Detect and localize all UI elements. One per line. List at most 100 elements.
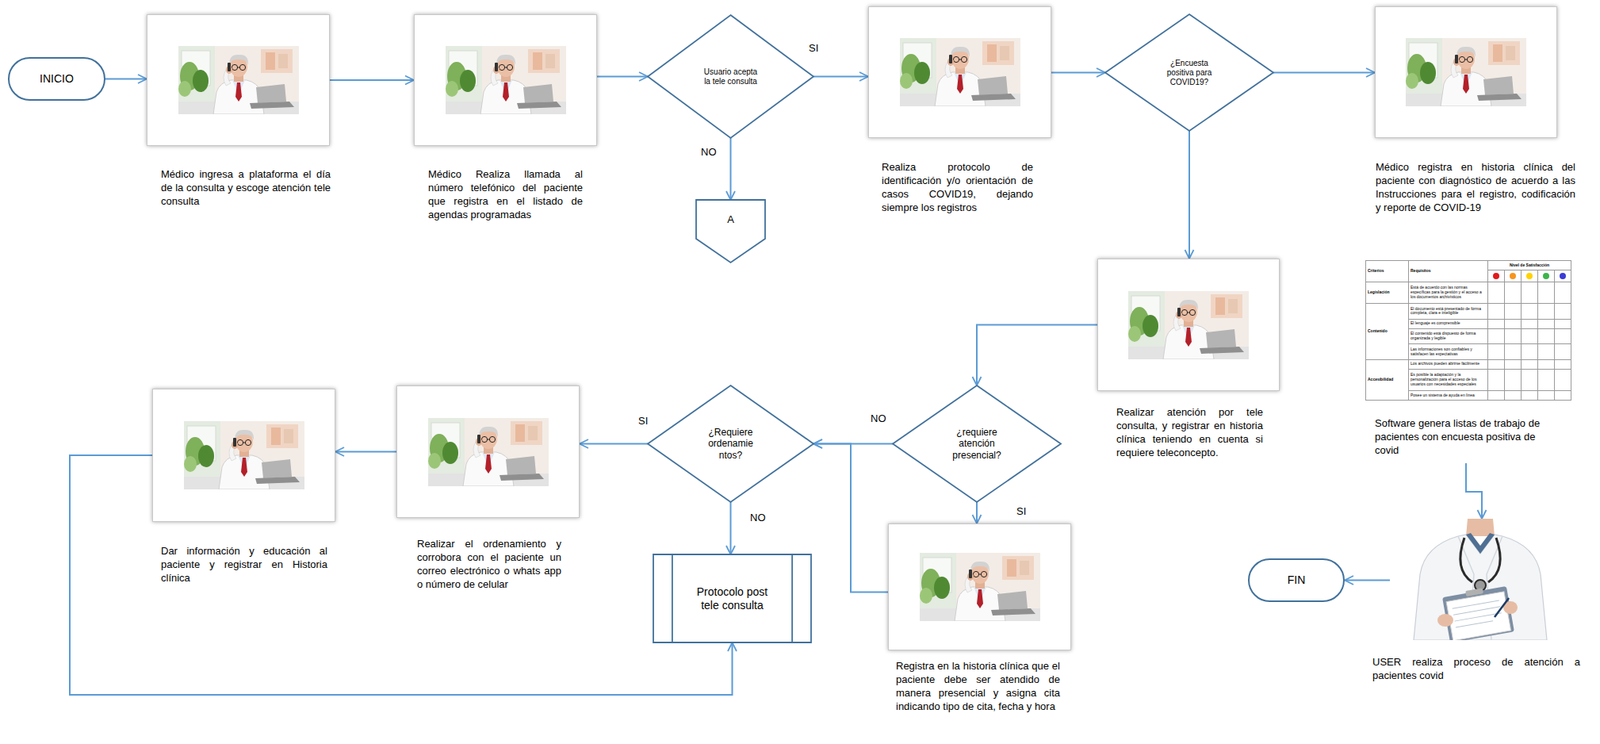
table-text: Legislación (1367, 290, 1407, 295)
table-row: Posee un sistema de ayuda en línea (1366, 390, 1572, 401)
shape-label: INICIO (39, 72, 74, 86)
table-row: El lenguaje es comprensible (1366, 318, 1572, 329)
text-column: Usuario acepta la tele consulta (702, 67, 760, 87)
connector (1466, 463, 1482, 519)
table-cell (1488, 303, 1505, 320)
caption-block: Dar información y educación al paciente … (160, 543, 328, 585)
doctor-photo (1405, 38, 1527, 107)
caption-text: Software genera listas de trabajo de pac… (1374, 416, 1554, 457)
diamond-outline (892, 385, 1061, 502)
text-area: ¿Requiere ordenamientos? (647, 385, 814, 502)
decision-diamond: Usuario acepta la tele consulta (647, 15, 814, 138)
table-cell (1504, 303, 1522, 320)
table-cell: Accesibilidad (1366, 359, 1409, 400)
table-cell (1554, 303, 1572, 320)
doctor-clipboard-photo (1389, 518, 1572, 640)
predefined-side-bar (791, 554, 793, 643)
text-area: ¿requiere atención presencial? (892, 385, 1061, 502)
terminal-pill: FIN (1247, 558, 1345, 602)
caption-text: USER realiza proceso de atención a pacie… (1372, 654, 1581, 682)
table-text: Las informaciones son confiables y satis… (1410, 347, 1486, 357)
table-cell (1538, 328, 1555, 345)
doctor-photo (445, 45, 567, 115)
connector (730, 137, 732, 200)
table-cell: El contenido está dispuesto de forma org… (1408, 328, 1489, 345)
predefined-side-bar (671, 554, 674, 643)
connector (597, 76, 648, 78)
table-cell (1554, 390, 1572, 401)
text-area: Protocolo post tele consulta (653, 554, 812, 643)
caption-text: Registra en la historia clínica que el p… (895, 658, 1061, 713)
rating-dot (1542, 272, 1550, 280)
text-column: A (727, 213, 735, 226)
offpage-outline (696, 199, 766, 263)
shape-label: ¿requiere atención presencial? (945, 426, 1009, 461)
table-cell (1488, 390, 1505, 401)
table-cell (1504, 368, 1522, 391)
table-cell (1504, 359, 1522, 369)
shape-label: Protocolo post tele consulta (688, 585, 777, 613)
connector (1051, 72, 1106, 74)
process-photo-box: Realizar el ordenamiento y corrobora con… (396, 385, 580, 518)
table-text: Posee un sistema de ayuda en línea (1410, 393, 1486, 399)
table-text: Accesibilidad (1367, 377, 1407, 383)
shape-label: A (727, 213, 735, 226)
caption-block: Médico registra en historia clínica del … (1375, 160, 1576, 215)
caption-text: Realiza protocolo de identificación y/o … (881, 160, 1034, 215)
table-cell: El documento está presentado de forma co… (1408, 303, 1489, 320)
caption-text: Realizar el ordenamiento y corrobora con… (417, 536, 562, 591)
table-text: Está de acuerdo con las normas específic… (1410, 285, 1486, 299)
text-area: FIN (1249, 559, 1344, 601)
table-cell (1538, 359, 1555, 369)
table-text: El contenido está dispuesto de forma org… (1410, 331, 1486, 341)
predefined-outline (653, 554, 812, 643)
table-cell (1504, 269, 1522, 282)
text-column: Protocolo post tele consulta (688, 585, 777, 613)
table-text: Criterios (1367, 268, 1407, 274)
connector (1188, 130, 1191, 259)
table-image-box: CriteriosRequisitosNivel de Satisfacción… (1365, 260, 1572, 401)
connector (105, 78, 147, 81)
table-row: CriteriosRequisitosNivel de Satisfacción (1366, 260, 1572, 271)
edge-label: SI (636, 414, 650, 428)
table-cell (1521, 368, 1539, 391)
process-photo-box: Dar información y educación al paciente … (152, 388, 336, 522)
table-cell (1504, 318, 1522, 329)
doctor-image-box: USER realiza proceso de atención a pacie… (1389, 518, 1572, 640)
decision-diamond: ¿requiere atención presencial? (892, 385, 1061, 502)
caption-block: Realiza protocolo de identificación y/o … (881, 160, 1034, 215)
connector (813, 76, 869, 78)
shape-label: ¿Requiere ordenamientos? (708, 426, 755, 461)
diamond-outline (1105, 14, 1274, 131)
edge-label: NO (699, 145, 719, 159)
connector (1344, 579, 1390, 582)
text-column: ¿Encuesta positiva para COVID19? (1161, 58, 1218, 88)
table-text: Nivel de Satisfacción (1489, 263, 1570, 268)
table-cell (1538, 269, 1555, 282)
doctor-photo-image (1405, 38, 1527, 107)
edge-label: SI (807, 42, 820, 55)
connector (976, 501, 978, 524)
table-cell: Nivel de Satisfacción (1488, 260, 1572, 271)
predefined-process-box: Protocolo post tele consulta (653, 554, 812, 643)
table-cell: Legislación (1366, 281, 1409, 303)
table-cell (1488, 368, 1505, 391)
table-text: Es posible la adaptación y la personaliz… (1410, 372, 1486, 387)
text-area: INICIO (9, 58, 104, 100)
text-area: Usuario acepta la tele consulta (647, 15, 814, 138)
doctor-photo-image (445, 45, 567, 115)
table-cell (1521, 303, 1539, 320)
doctor-photo (919, 552, 1041, 621)
table-cell (1521, 359, 1539, 369)
table-text: El documento está presentado de forma co… (1410, 306, 1486, 317)
doctor-photo (178, 45, 299, 115)
process-photo-box: Médico ingresa a plataforma el día de la… (146, 14, 330, 146)
rating-dot (1559, 272, 1566, 280)
table-cell: Es posible la adaptación y la personaliz… (1408, 368, 1489, 391)
connector (976, 325, 1098, 387)
shape-label: FIN (1287, 573, 1306, 587)
connector (1273, 72, 1375, 74)
table-row: Es posible la adaptación y la personaliz… (1366, 368, 1572, 391)
rating-dot (1509, 272, 1516, 280)
doctor-photo (1128, 290, 1249, 360)
